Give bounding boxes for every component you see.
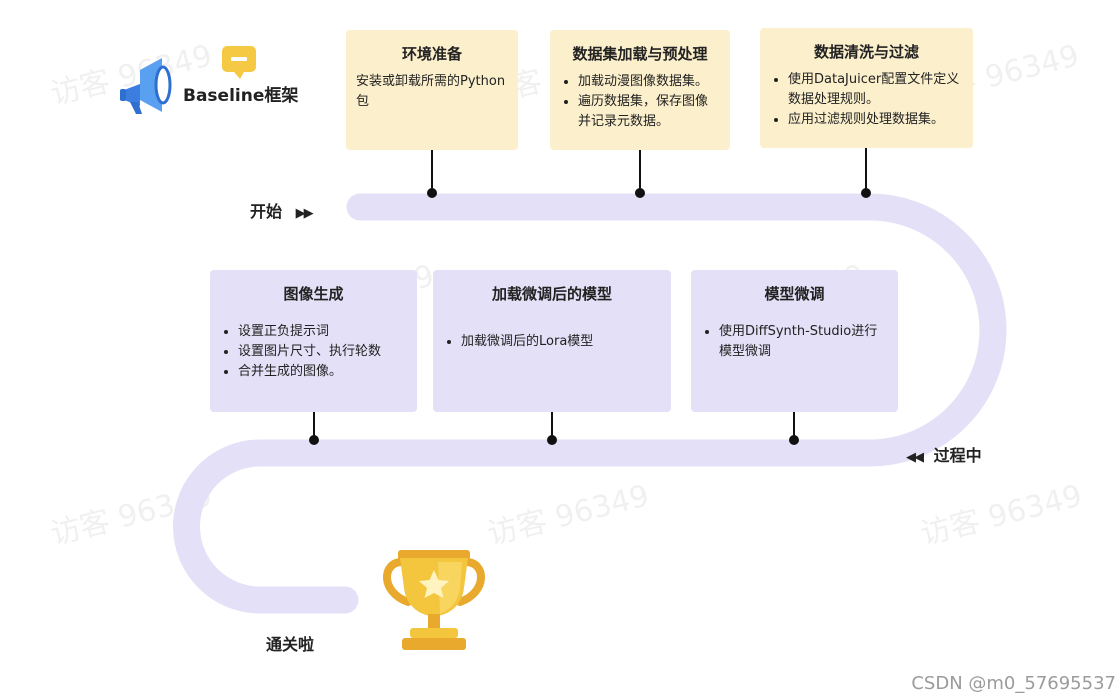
card-title: 环境准备 [401,45,462,63]
card-bullet: 合并生成的图像。 [238,362,407,382]
connector-line [431,150,433,190]
start-text: 开始 [250,202,283,221]
card-bullet: 设置正负提示词 [238,322,407,342]
card-title: 加载微调后的模型 [491,285,612,303]
credit-text: CSDN @m0_57695537 [911,673,1116,694]
card-dataset-loading: 数据集加载与预处理 加载动漫图像数据集。 遍历数据集，保存图像并记录元数据。 [550,30,730,150]
connector-dot [789,435,799,445]
connector-line [313,412,315,436]
card-bullet: 应用过滤规则处理数据集。 [788,110,963,130]
rewind-arrows-icon: ◀◀ [906,450,924,465]
chat-bubble-icon [222,46,256,79]
trophy-icon [383,550,485,650]
connector-line [793,412,795,436]
card-bullet: 设置图片尺寸、执行轮数 [238,342,407,362]
in-progress-label: ◀◀ 过程中 [906,442,982,466]
play-arrows-icon: ▶▶ [295,206,314,221]
card-text: 安装或卸载所需的Python包 [356,74,506,109]
connector-line [551,412,553,436]
card-bullet: 遍历数据集，保存图像并记录元数据。 [578,92,720,132]
card-data-cleaning: 数据清洗与过滤 使用DataJuicer配置文件定义数据处理规则。 应用过滤规则… [760,28,973,148]
card-model-finetuning: 模型微调 使用DiffSynth-Studio进行模型微调 [691,270,898,412]
card-image-generation: 图像生成 设置正负提示词 设置图片尺寸、执行轮数 合并生成的图像。 [210,270,417,412]
finish-label: 通关啦 [266,635,315,654]
connector-line [639,150,641,190]
card-title: 图像生成 [283,285,344,303]
connector-dot [427,188,437,198]
connector-dot [309,435,319,445]
card-title: 数据集加载与预处理 [572,45,708,63]
diagram-title: Baseline框架 [183,86,299,106]
in-progress-text: 过程中 [933,446,982,465]
connector-dot [635,188,645,198]
card-bullet: 加载动漫图像数据集。 [578,72,720,92]
card-environment: 环境准备 安装或卸载所需的Python包 [346,30,518,150]
connector-line [865,148,867,190]
start-label: 开始 ▶▶ [250,198,314,222]
connector-dot [547,435,557,445]
card-bullet: 使用DataJuicer配置文件定义数据处理规则。 [788,70,963,110]
connector-dot [861,188,871,198]
card-title: 数据清洗与过滤 [813,43,919,61]
card-bullet: 加载微调后的Lora模型 [461,332,661,352]
megaphone-icon [120,58,172,114]
card-load-finetuned-model: 加载微调后的模型 加载微调后的Lora模型 [433,270,671,412]
card-title: 模型微调 [764,285,825,303]
card-bullet: 使用DiffSynth-Studio进行模型微调 [719,322,888,362]
